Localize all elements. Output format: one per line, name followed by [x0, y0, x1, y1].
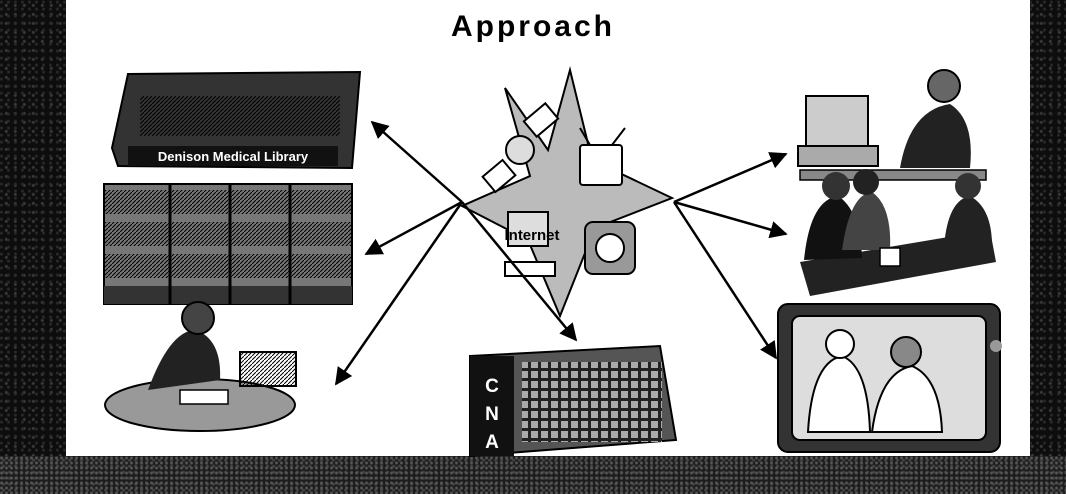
cna-letter-c: C	[485, 376, 499, 397]
meeting-image	[800, 169, 996, 296]
video-monitor-image	[777, 303, 1002, 453]
medical-library-image: Denison Medical Library	[110, 70, 362, 170]
cna-letter-a: A	[485, 432, 499, 453]
computer-user-image	[797, 69, 987, 181]
arrow-to-bookshelves	[364, 200, 463, 256]
arrow-to-meeting	[673, 200, 788, 239]
computer-icon	[504, 211, 556, 277]
arrow-to-cna	[461, 201, 578, 342]
library-caption: Denison Medical Library	[158, 149, 309, 164]
bottom-band	[0, 456, 1066, 494]
arrow-to-computer-user	[673, 152, 788, 204]
cna-letter-n: N	[485, 404, 499, 425]
person-reading-image	[104, 301, 297, 432]
slide-title: Approach	[450, 10, 615, 43]
hub-star	[459, 66, 675, 319]
cna-device-image: C N A	[469, 344, 678, 458]
telephone-icon	[584, 221, 636, 275]
arrow-to-reader	[334, 201, 464, 386]
satellite-icon	[481, 101, 560, 194]
television-icon	[579, 127, 626, 186]
bookshelves-image	[103, 183, 353, 305]
arrow-to-library	[370, 120, 463, 203]
arrows	[334, 120, 788, 386]
internet-label: Internet	[504, 227, 559, 244]
arrow-to-monitor	[672, 201, 778, 360]
internet-hub: Internet	[459, 66, 675, 319]
